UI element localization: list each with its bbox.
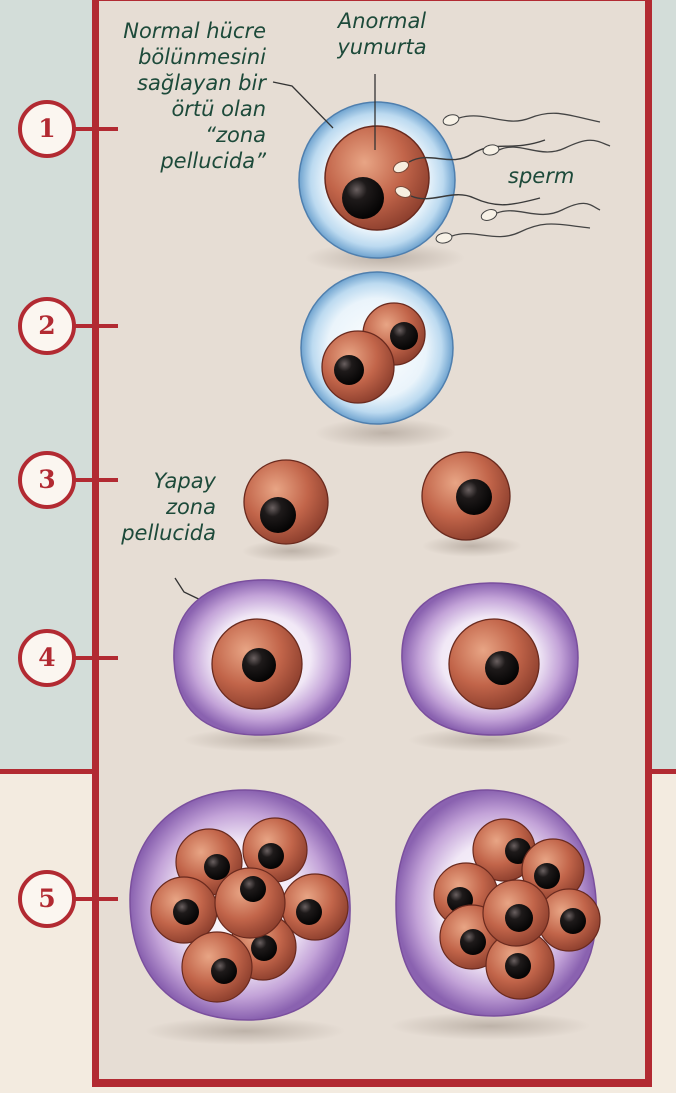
egg-label-line-1: Anormal <box>322 8 442 34</box>
artificial-label-line-3: pellucida <box>100 520 216 546</box>
zona-pellucida-label: Normal hücre bölünmesini sağlayan bir ör… <box>100 18 266 174</box>
stage-2-two-cell <box>301 272 455 448</box>
zona-label-line-6: pellucida” <box>100 148 266 174</box>
artificial-label-line-1: Yapay <box>100 468 216 494</box>
sperm-label: sperm <box>508 163 574 189</box>
zona-label-line-1: Normal hücre <box>100 18 266 44</box>
stage-4-artificial-zona <box>174 580 578 752</box>
egg-label-line-2: yumurta <box>322 34 442 60</box>
zona-label-line-3: sağlayan bir <box>100 70 266 96</box>
zona-label-line-5: “zona <box>100 122 266 148</box>
stage-5-multicell-embryos <box>130 790 600 1045</box>
zona-label-line-4: örtü olan <box>100 96 266 122</box>
artificial-zona-label: Yapay zona pellucida <box>100 468 216 546</box>
zona-label-line-2: bölünmesini <box>100 44 266 70</box>
stage-3-separated-cells <box>175 452 522 604</box>
abnormal-egg-label: Anormal yumurta <box>322 8 442 60</box>
artificial-label-line-2: zona <box>100 494 216 520</box>
